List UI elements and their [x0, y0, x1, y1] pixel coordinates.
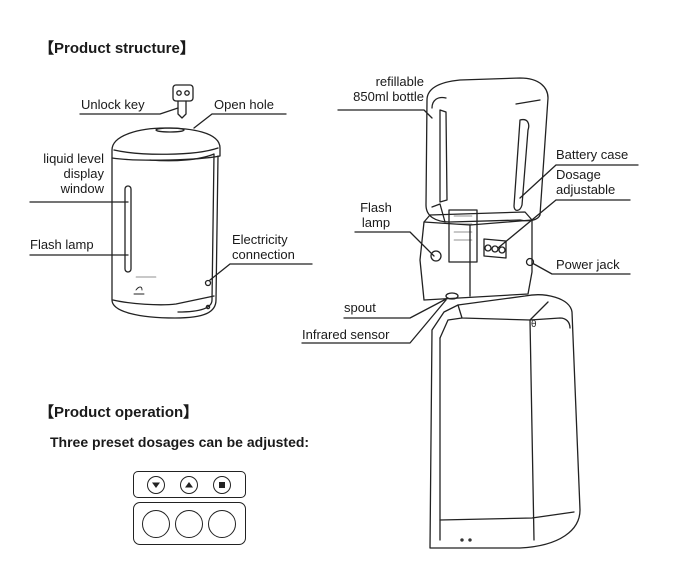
structure-heading: 【Product structure】 — [39, 40, 195, 57]
battery-case — [448, 209, 478, 263]
label-dosage-adjustable: Dosage adjustable — [556, 167, 616, 197]
label-spout: spout — [344, 300, 376, 315]
right-leaders — [301, 109, 639, 344]
up-triangle-button-icon — [180, 476, 198, 494]
label-battery-case: Battery case — [556, 147, 629, 162]
left-dispenser-drawing — [111, 84, 221, 319]
operation-subtitle: Three preset dosages can be adjusted: — [50, 434, 310, 450]
dispenser-lid — [111, 127, 221, 161]
battery-housing — [419, 211, 533, 301]
bottle-outline — [425, 77, 549, 223]
unlock-key-head — [172, 84, 194, 102]
label-open-hole: Open hole — [214, 97, 274, 112]
right-dispenser-drawing: θ — [419, 77, 581, 549]
label-infrared-sensor: Infrared sensor — [302, 327, 390, 342]
label-power-jack: Power jack — [556, 257, 620, 272]
stand-body — [429, 294, 581, 549]
unlock-key-shaft — [177, 100, 187, 119]
dispenser-body — [111, 155, 219, 319]
down-triangle-button-icon — [147, 476, 165, 494]
operation-heading: 【Product operation】 — [39, 404, 199, 421]
dosage-button-3-icon — [208, 510, 236, 538]
label-flash-lamp-right: Flash lamp — [360, 200, 392, 230]
label-bottle: refillable 850ml bottle — [353, 74, 424, 104]
electricity-port — [204, 279, 212, 287]
dosage-button-1-icon — [142, 510, 170, 538]
label-electricity-connection: Electricity connection — [232, 232, 295, 262]
power-jack — [525, 257, 535, 267]
dosage-block — [483, 238, 507, 259]
level-window — [124, 185, 132, 273]
svg-text:θ: θ — [531, 320, 537, 330]
square-button-icon — [213, 476, 231, 494]
control-panel-top — [133, 471, 246, 498]
dosage-button-2-icon — [175, 510, 203, 538]
spout — [445, 292, 459, 300]
left-leaders — [29, 107, 313, 281]
flash-lamp-right — [430, 250, 442, 262]
label-unlock-key: Unlock key — [81, 97, 145, 112]
control-panel-bottom — [133, 502, 246, 545]
label-flash-lamp-left: Flash lamp — [30, 237, 94, 252]
open-hole — [155, 127, 185, 133]
label-liquid-level: liquid level display window — [43, 151, 104, 196]
